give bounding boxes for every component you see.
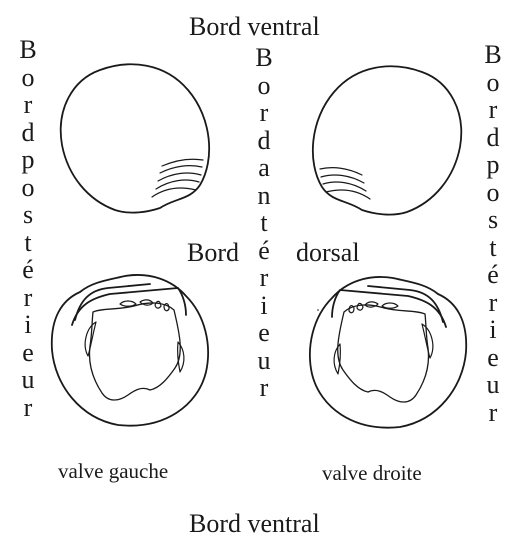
right-valve-exterior	[313, 66, 461, 214]
valve-right-label: valve droite	[322, 463, 422, 484]
left-valve-exterior	[61, 64, 209, 212]
dorsal-left-label: Bord	[187, 240, 239, 266]
top-ventral-label: Bord ventral	[189, 14, 320, 40]
valve-left-label: valve gauche	[58, 461, 168, 482]
bottom-ventral-label: Bord ventral	[189, 511, 320, 537]
speck	[317, 309, 319, 311]
right-valve-interior	[310, 277, 466, 428]
dorsal-right-label: dorsal	[296, 240, 360, 266]
left-valve-interior	[52, 275, 208, 426]
